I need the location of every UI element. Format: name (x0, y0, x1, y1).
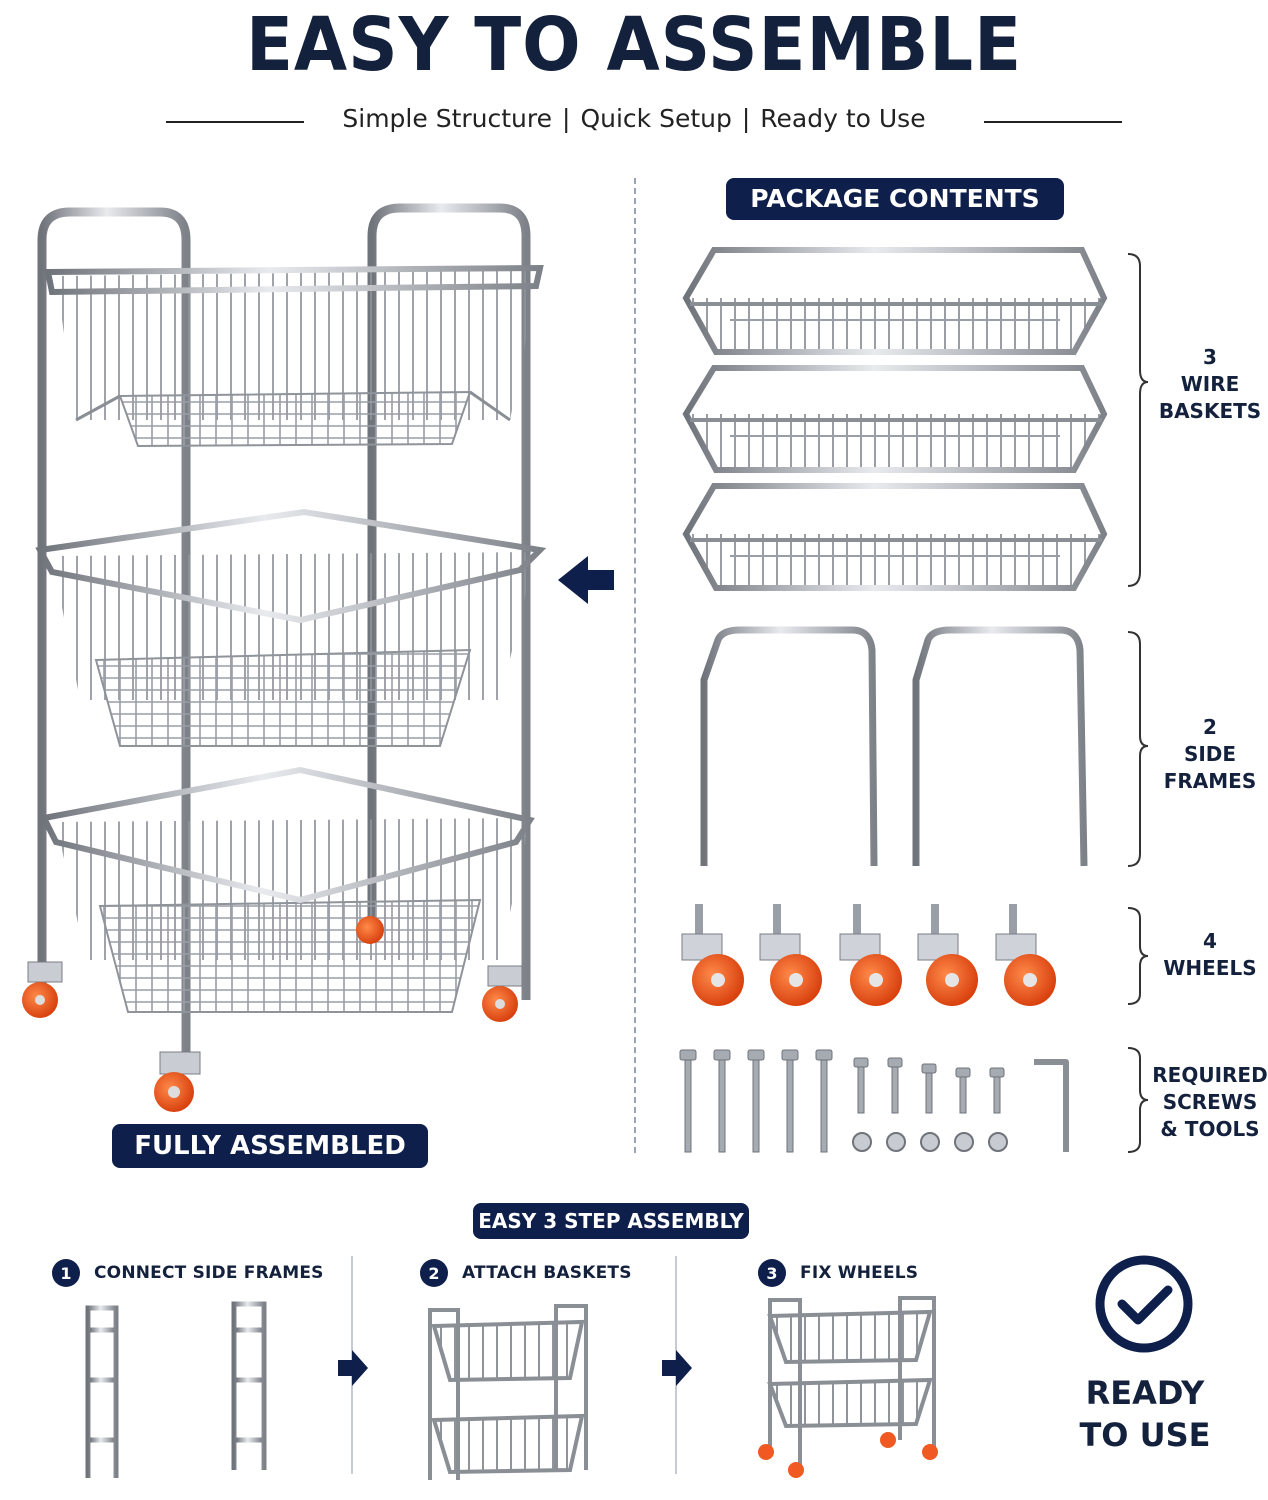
ready-to-use-label: READY TO USE (1079, 1374, 1211, 1454)
package-wheel (917, 904, 978, 1006)
step-2-header: 2 ATTACH BASKETS (420, 1258, 632, 1288)
cart-wheel (154, 1051, 201, 1112)
cart-wheel (482, 965, 523, 1022)
arrow-right-icon (662, 1350, 692, 1386)
cart-basket-middle (35, 508, 547, 747)
group-label-wheels: 4 WHEELS (1163, 929, 1257, 980)
step-1-header: 1 CONNECT SIDE FRAMES (52, 1258, 324, 1288)
package-basket-1 (682, 247, 1108, 355)
package-wheel (995, 904, 1056, 1006)
subtitle-separator: | (562, 104, 571, 133)
step-1-frames-image (85, 1301, 267, 1478)
package-screws (679, 1049, 1005, 1153)
cart-wheel (356, 916, 384, 944)
section-divider (634, 178, 636, 1153)
step-3-cart-image (758, 1296, 938, 1478)
assembled-cart-image (35, 203, 547, 1080)
step-label: FIX WHEELS (800, 1263, 919, 1283)
package-wheels (681, 904, 1056, 1006)
cart-basket-bottom (39, 766, 535, 1013)
group-label-baskets: 3 WIRE BASKETS (1158, 345, 1262, 423)
assembly-steps-title: EASY 3 STEP ASSEMBLY (473, 1203, 749, 1239)
package-wheel (681, 904, 744, 1006)
arrow-right-icon (338, 1350, 368, 1386)
check-circle-icon (1095, 1255, 1193, 1353)
subtitle-setup: Quick Setup (580, 104, 732, 133)
allen-key-icon (1034, 1059, 1069, 1152)
subtitle-right-rule (984, 121, 1122, 123)
step-2-baskets-image (428, 1304, 588, 1480)
package-side-frame-1 (700, 626, 878, 867)
step-3-header: 3 FIX WHEELS (758, 1258, 918, 1288)
step-label: ATTACH BASKETS (462, 1263, 632, 1283)
package-wheel (759, 904, 822, 1006)
package-basket-2 (682, 365, 1108, 473)
package-washers (852, 1132, 1008, 1152)
step-number: 2 (420, 1259, 448, 1287)
subtitle-separator: | (741, 104, 751, 133)
group-braces (1127, 253, 1149, 1153)
cart-basket-top (44, 264, 544, 448)
group-label-screws: REQUIRED SCREWS & TOOLS (1152, 1063, 1268, 1141)
step-number: 1 (52, 1259, 80, 1287)
group-label-frames: 2 SIDE FRAMES (1163, 715, 1257, 793)
arrow-left-icon (558, 556, 614, 604)
subtitle-ready: Ready to Use (760, 104, 926, 133)
subtitle-row: Simple Structure | Quick Setup | Ready to Us… (0, 100, 1268, 144)
cart-wheels (22, 916, 523, 1112)
package-side-frame-2 (912, 626, 1088, 867)
package-basket-3 (682, 483, 1108, 591)
subtitle-structure: Simple Structure (342, 104, 552, 133)
package-contents-label: PACKAGE CONTENTS (726, 178, 1064, 220)
cart-wheel (22, 961, 63, 1018)
page-title: EASY TO ASSEMBLE (245, 2, 1023, 88)
package-wheel (839, 904, 902, 1006)
step-label: CONNECT SIDE FRAMES (94, 1263, 324, 1283)
fully-assembled-label: FULLY ASSEMBLED (112, 1124, 428, 1168)
subtitle: Simple Structure | Quick Setup | Ready to Us… (0, 104, 1268, 133)
subtitle-left-rule (166, 121, 304, 123)
step-number: 3 (758, 1259, 786, 1287)
